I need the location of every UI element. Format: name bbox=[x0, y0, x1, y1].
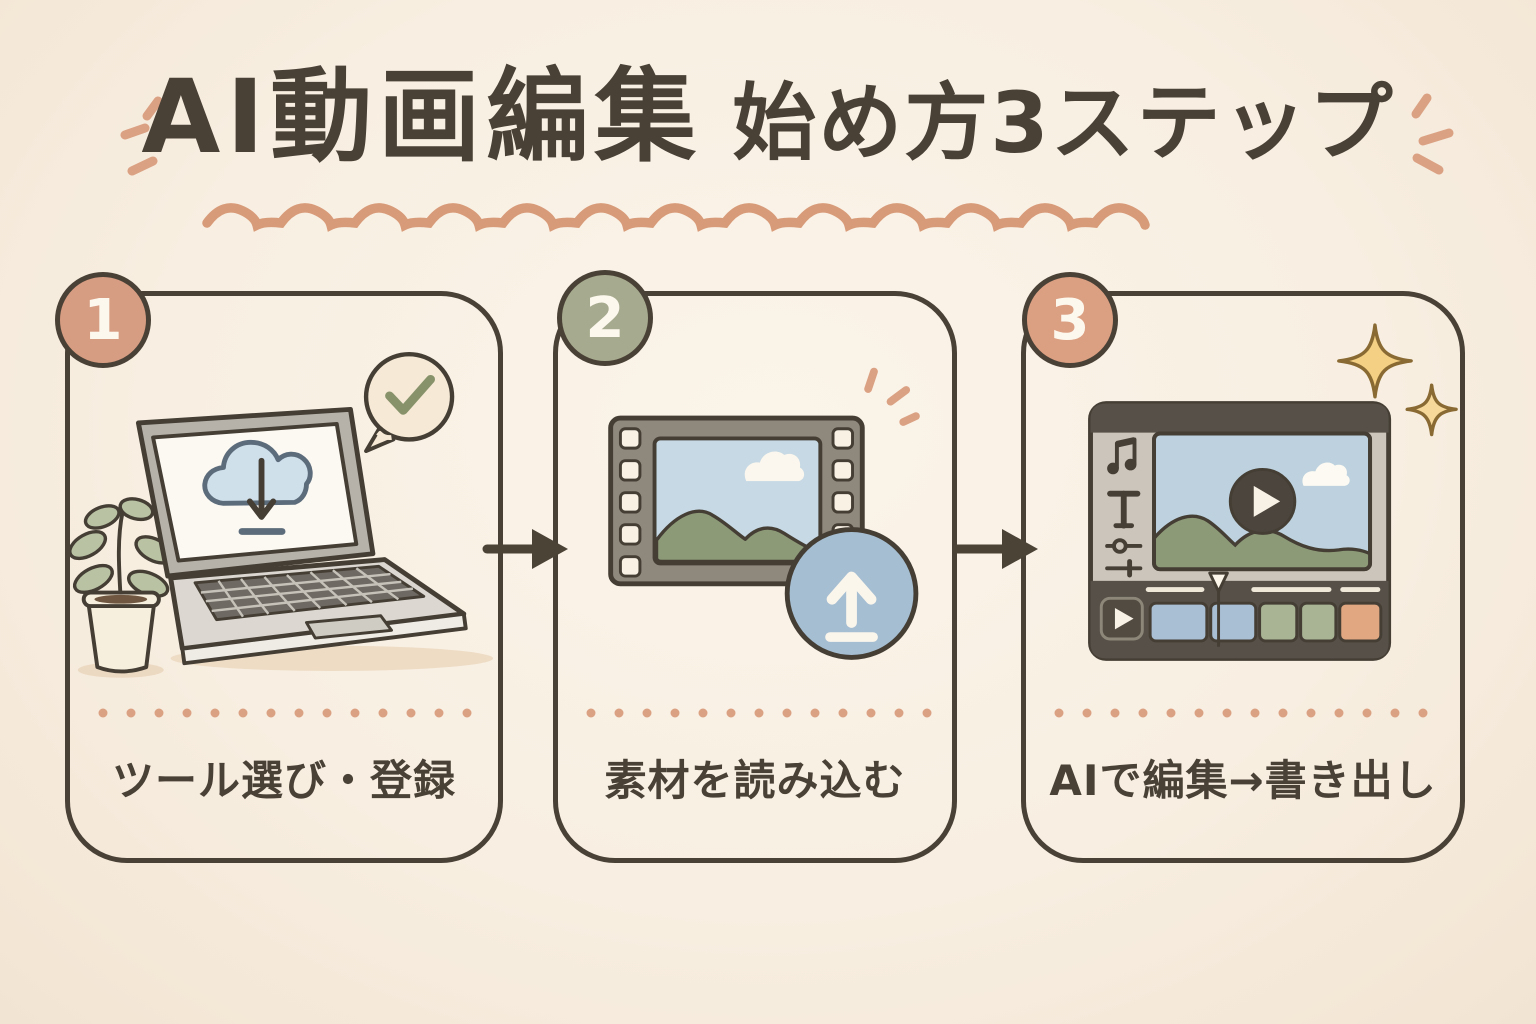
laptop-icon bbox=[135, 406, 494, 671]
film-frame-image bbox=[652, 436, 823, 566]
clip-orange bbox=[1338, 601, 1383, 643]
keyboard bbox=[193, 564, 426, 622]
arrow-right-icon bbox=[952, 529, 1038, 569]
video-preview bbox=[1152, 431, 1373, 572]
step-2-panel: 素材を読み込む bbox=[553, 291, 957, 863]
timeline-play-button-icon bbox=[1099, 596, 1144, 641]
dotted-divider bbox=[586, 708, 934, 718]
step-2-caption: 素材を読み込む bbox=[604, 756, 906, 805]
step-1-panel: ツール選び・登録 bbox=[65, 291, 503, 863]
step-3-illustration bbox=[1088, 323, 1458, 661]
checkmark-icon bbox=[385, 374, 435, 415]
trackpad bbox=[305, 614, 393, 640]
cloud-download-icon bbox=[202, 439, 313, 535]
film-strip-icon bbox=[608, 415, 865, 587]
step-2-number: 2 bbox=[585, 285, 625, 351]
step-3-number: 3 bbox=[1050, 287, 1090, 353]
cloud-shape bbox=[1302, 462, 1350, 486]
step-3-panel: AIで編集→書き出し bbox=[1021, 291, 1465, 863]
checkmark-bubble-icon bbox=[363, 351, 455, 453]
step-1-number: 1 bbox=[83, 287, 123, 353]
step-1-illustration bbox=[70, 351, 494, 678]
page-title: AI動画編集 始め方3ステップ bbox=[0, 58, 1536, 177]
mountains-shape bbox=[654, 509, 821, 564]
sliders-icon bbox=[1105, 538, 1143, 578]
clip-blue-2 bbox=[1209, 601, 1258, 643]
editor-titlebar bbox=[1090, 403, 1389, 433]
dotted-divider bbox=[98, 708, 476, 718]
cloud-shape bbox=[744, 451, 805, 482]
sparkle-stars-icon bbox=[1337, 323, 1458, 437]
step-1-badge: 1 bbox=[55, 272, 151, 368]
step-1-caption: ツール選び・登録 bbox=[111, 756, 456, 805]
sparkle-dashes-icon bbox=[1411, 93, 1454, 175]
plant-icon bbox=[70, 497, 174, 678]
sparkle-dashes-icon bbox=[864, 367, 920, 426]
sparkle-dashes-icon bbox=[120, 96, 163, 176]
page-title-main: AI動画編集 bbox=[141, 58, 703, 177]
arrow-right-icon bbox=[482, 529, 568, 569]
timeline-clips-icon bbox=[1090, 571, 1389, 659]
wavy-underline bbox=[202, 203, 1150, 232]
text-tool-icon bbox=[1107, 490, 1141, 529]
upload-icon bbox=[784, 527, 919, 660]
dotted-divider bbox=[1054, 708, 1442, 718]
clip-green-2 bbox=[1299, 601, 1338, 643]
video-editor-icon bbox=[1088, 401, 1392, 661]
playhead-icon bbox=[1208, 571, 1229, 647]
clip-blue-1 bbox=[1148, 601, 1209, 643]
play-button-icon bbox=[1228, 467, 1297, 535]
page-title-sub: 始め方3ステップ bbox=[732, 74, 1395, 172]
music-note-icon bbox=[1107, 437, 1137, 475]
clip-green-1 bbox=[1258, 601, 1299, 643]
step-3-caption: AIで編集→書き出し bbox=[1049, 756, 1437, 805]
step-2-badge: 2 bbox=[557, 270, 653, 366]
step-2-illustration bbox=[608, 367, 920, 660]
step-3-badge: 3 bbox=[1022, 272, 1118, 368]
